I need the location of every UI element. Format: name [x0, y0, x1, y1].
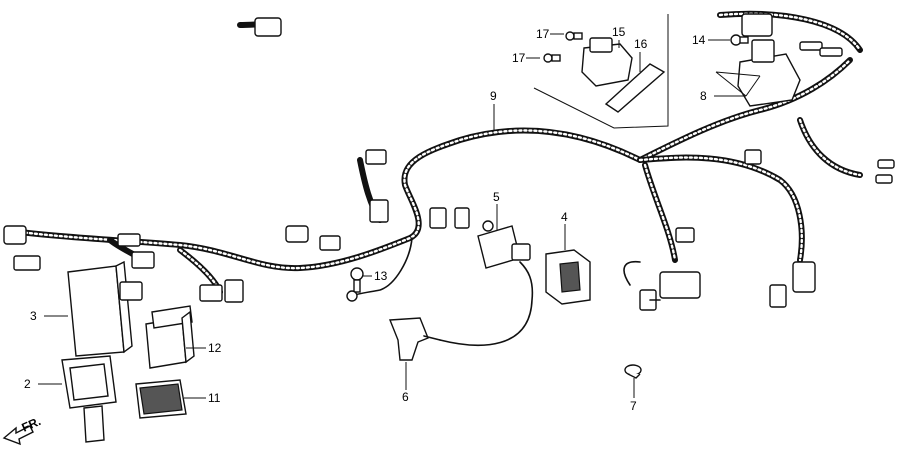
inset-parts-group: [533, 14, 669, 129]
part-8-regulator: [737, 39, 801, 107]
part-11-relay-cover: [135, 379, 187, 419]
leader-lines: [38, 33, 761, 399]
part-13-ground-bolt: [346, 267, 364, 302]
part-14-bolt: [730, 34, 749, 46]
main-wire-harness: [17, 10, 863, 295]
part-2-rubber-mount: [61, 355, 117, 443]
callout-16: 16: [634, 37, 648, 51]
callout-12: 12: [208, 341, 222, 355]
callout-4: 4: [561, 210, 568, 224]
branch-wires: [351, 237, 661, 346]
front-direction-arrow: FR.: [2, 414, 43, 446]
callout-17-lower: 17: [512, 51, 526, 65]
callout-11: 11: [208, 391, 221, 405]
callout-5: 5: [493, 190, 500, 204]
callout-3: 3: [30, 309, 37, 323]
callout-15: 15: [612, 25, 626, 39]
callout-14: 14: [692, 33, 706, 47]
front-direction-label: FR.: [20, 414, 43, 435]
part-12-relay: [145, 305, 195, 369]
callout-9: 9: [490, 89, 497, 103]
callout-labels: 2 3 4 5 6 7 8 9 11 12 13 14 15 16 17 17: [24, 25, 707, 413]
callout-2: 2: [24, 377, 31, 391]
callout-7: 7: [630, 399, 637, 413]
callout-8: 8: [700, 89, 707, 103]
part-5-starter-relay: [477, 220, 531, 269]
part-3-control-unit: [67, 260, 143, 357]
callout-17-upper: 17: [536, 27, 550, 41]
part-7-clamp: [624, 364, 642, 379]
part-4-rubber-cover: [545, 249, 591, 305]
harness-connectors: [3, 13, 895, 311]
callout-6: 6: [402, 390, 409, 404]
callout-13: 13: [374, 269, 388, 283]
part-6-spark-plug-cap: [388, 317, 441, 361]
